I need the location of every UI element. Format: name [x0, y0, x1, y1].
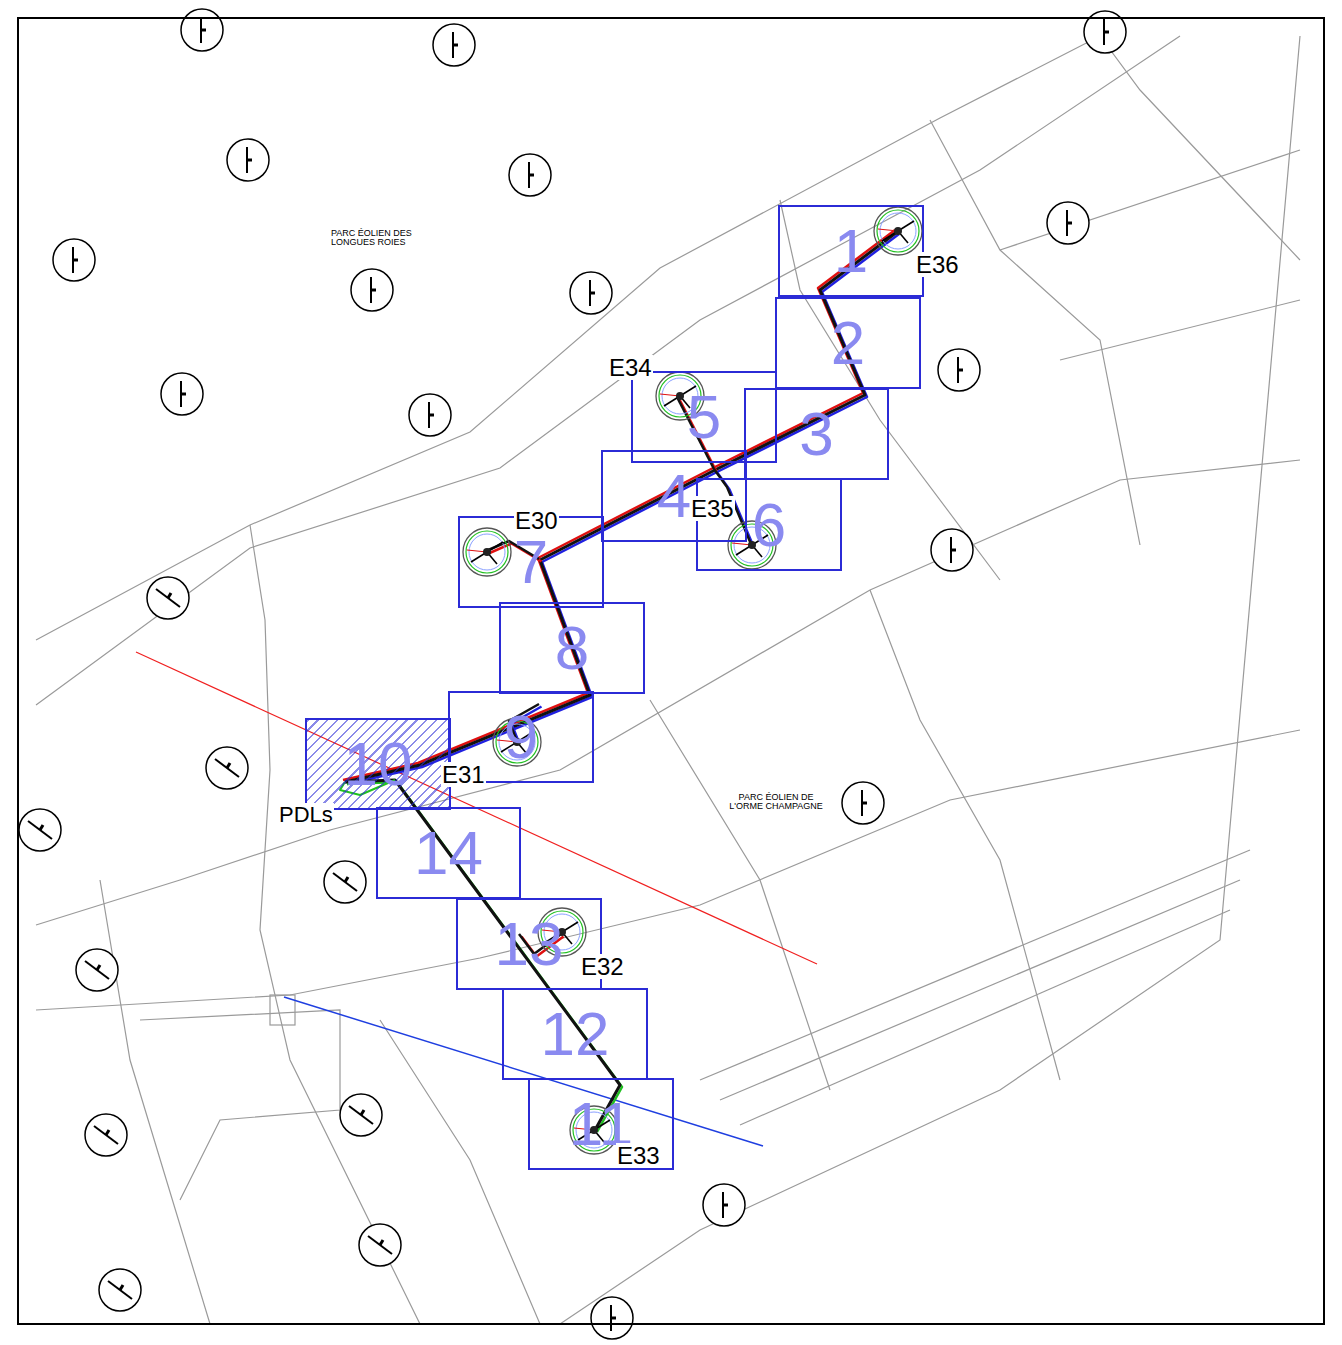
map-sheet-box: 10 — [305, 718, 451, 810]
turbine-symbol — [85, 1114, 127, 1156]
sheet-number: 5 — [687, 386, 721, 448]
turbine-symbol — [99, 1269, 141, 1311]
sheet-number: 10 — [344, 733, 413, 795]
turbine-label: E30 — [514, 508, 559, 533]
project-turbine — [874, 207, 922, 255]
turbine-symbol — [570, 272, 612, 314]
turbine-symbol — [409, 394, 451, 436]
turbine-symbol — [351, 269, 393, 311]
turbine-symbol — [340, 1094, 382, 1136]
project-turbine — [463, 528, 511, 576]
map-sheet-box: 1 — [778, 205, 924, 297]
turbine-symbol — [53, 239, 95, 281]
sheet-number: 14 — [414, 822, 483, 884]
project-turbines — [463, 207, 922, 1154]
turbine-symbol — [324, 861, 366, 903]
map-sheet-box: 6 — [696, 478, 842, 571]
turbine-symbol — [938, 349, 980, 391]
turbine-symbol — [181, 9, 223, 51]
turbine-symbol — [227, 139, 269, 181]
turbine-label: E31 — [441, 762, 486, 787]
sheet-number: 8 — [555, 617, 589, 679]
sheet-number: 4 — [657, 465, 691, 527]
turbine-label: E33 — [616, 1143, 661, 1168]
boundary-line — [284, 997, 763, 1146]
turbine-symbol — [591, 1297, 633, 1339]
sheet-number: 3 — [799, 403, 833, 465]
boundary-line — [136, 652, 817, 964]
turbine-symbol — [1047, 202, 1089, 244]
sheet-number: 9 — [504, 706, 538, 768]
turbine-symbol — [703, 1184, 745, 1226]
parcel-lines — [36, 36, 1300, 1324]
turbine-symbol — [509, 154, 551, 196]
sheet-number: 13 — [495, 913, 564, 975]
turbine-symbol — [931, 529, 973, 571]
cable-line — [347, 234, 899, 784]
sheet-number: 1 — [834, 220, 868, 282]
sheet-number: 2 — [831, 312, 865, 374]
sheet-number: 7 — [514, 531, 548, 593]
cable-route — [340, 230, 899, 1132]
turbine-symbol — [359, 1224, 401, 1266]
map-sheet-box: 8 — [499, 602, 645, 694]
map-sheet-box: 12 — [502, 988, 648, 1080]
turbine-label: E32 — [580, 954, 625, 979]
turbine-symbol — [206, 747, 248, 789]
turbine-symbol — [76, 949, 118, 991]
turbine-symbol — [147, 577, 189, 619]
map-sheet-box: 14 — [376, 807, 521, 899]
turbine-label: PDLs — [278, 803, 334, 826]
turbine-label: E35 — [690, 496, 735, 521]
turbine-symbol — [161, 373, 203, 415]
turbine-label: E34 — [608, 355, 653, 380]
turbine-symbol — [842, 782, 884, 824]
area-name: PARC ÉOLIEN DES LONGUES ROIES — [330, 229, 418, 248]
turbine-symbols — [19, 9, 1126, 1339]
cable-line — [345, 232, 897, 782]
sheet-number: 6 — [752, 494, 786, 556]
turbine-symbol — [19, 809, 61, 851]
map-sheet-box: 2 — [775, 297, 921, 389]
map-sheet-box: 5 — [631, 371, 777, 463]
turbine-label: E36 — [915, 252, 960, 277]
sheet-number: 12 — [541, 1003, 610, 1065]
map-frame — [18, 18, 1324, 1324]
cable-line — [343, 230, 895, 780]
turbine-symbol — [433, 24, 475, 66]
map-sheet-box: 3 — [744, 388, 889, 480]
area-name: PARC ÉOLIEN DE L'ORME CHAMPAGNE — [727, 793, 825, 812]
